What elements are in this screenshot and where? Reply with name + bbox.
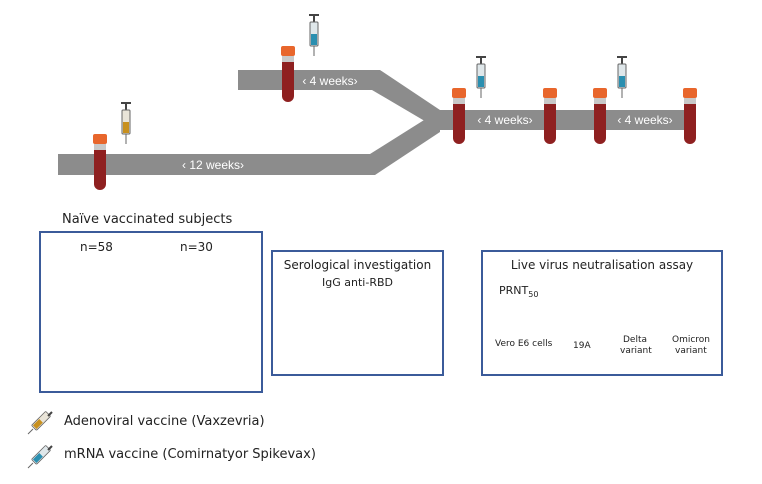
interval-4-weeks-right: ‹ 4 weeks› [617, 113, 672, 127]
serology-title: Serological investigation [283, 258, 432, 272]
adenoviral-syringe-icon [120, 101, 132, 145]
group-2-count: n=30 [180, 240, 213, 254]
omicron-label-1: Omicron [672, 335, 711, 345]
blood-tube-icon [281, 46, 295, 102]
blood-tube-icon [683, 88, 697, 144]
serology-box: Serological investigation IgG anti-RBD [271, 250, 444, 376]
mrna-syringe-icon [475, 55, 487, 99]
timeline-track-right [440, 110, 696, 130]
adenoviral-legend-syringe-icon [27, 410, 53, 435]
prnt-label: PRNT50 [499, 284, 538, 299]
group-1-count: n=58 [80, 240, 113, 254]
omicron-label-2: variant [675, 346, 707, 356]
blood-tube-icon [93, 134, 107, 190]
interval-12-weeks: ‹ 12 weeks› [182, 158, 244, 172]
delta-label-2: variant [620, 346, 652, 356]
legend-mrna: mRNA vaccine (Comirnatyor Spikevax) [64, 447, 316, 462]
blood-tube-icon [452, 88, 466, 144]
cohort-title: Naïve vaccinated subjects [62, 212, 233, 227]
delta-label-1: Delta [623, 335, 648, 345]
neutralisation-title: Live virus neutralisation assay [510, 258, 694, 272]
timeline-track-lower [58, 110, 440, 175]
blood-tube-icon [593, 88, 607, 144]
blood-tube-icon [543, 88, 557, 144]
interval-4-weeks-mid: ‹ 4 weeks› [477, 113, 532, 127]
neutralisation-box: Live virus neutralisation assay PRNT50 V… [481, 250, 723, 376]
prnt-text: PRNT [499, 284, 529, 297]
mrna-syringe-icon [308, 13, 320, 57]
mrna-syringe-icon [616, 55, 628, 99]
cells-label: Vero E6 cells [495, 339, 553, 349]
prnt-subscript: 50 [528, 290, 539, 300]
serology-subtitle: IgG anti-RBD [322, 276, 393, 289]
legend-adenoviral: Adenoviral vaccine (Vaxzevria) [64, 414, 265, 429]
interval-4-weeks-top: ‹ 4 weeks› [302, 74, 357, 88]
mrna-legend-syringe-icon [27, 444, 53, 469]
variant-19a-label: 19A [573, 341, 591, 351]
cohort-box: n=58 n=30 [39, 231, 263, 393]
